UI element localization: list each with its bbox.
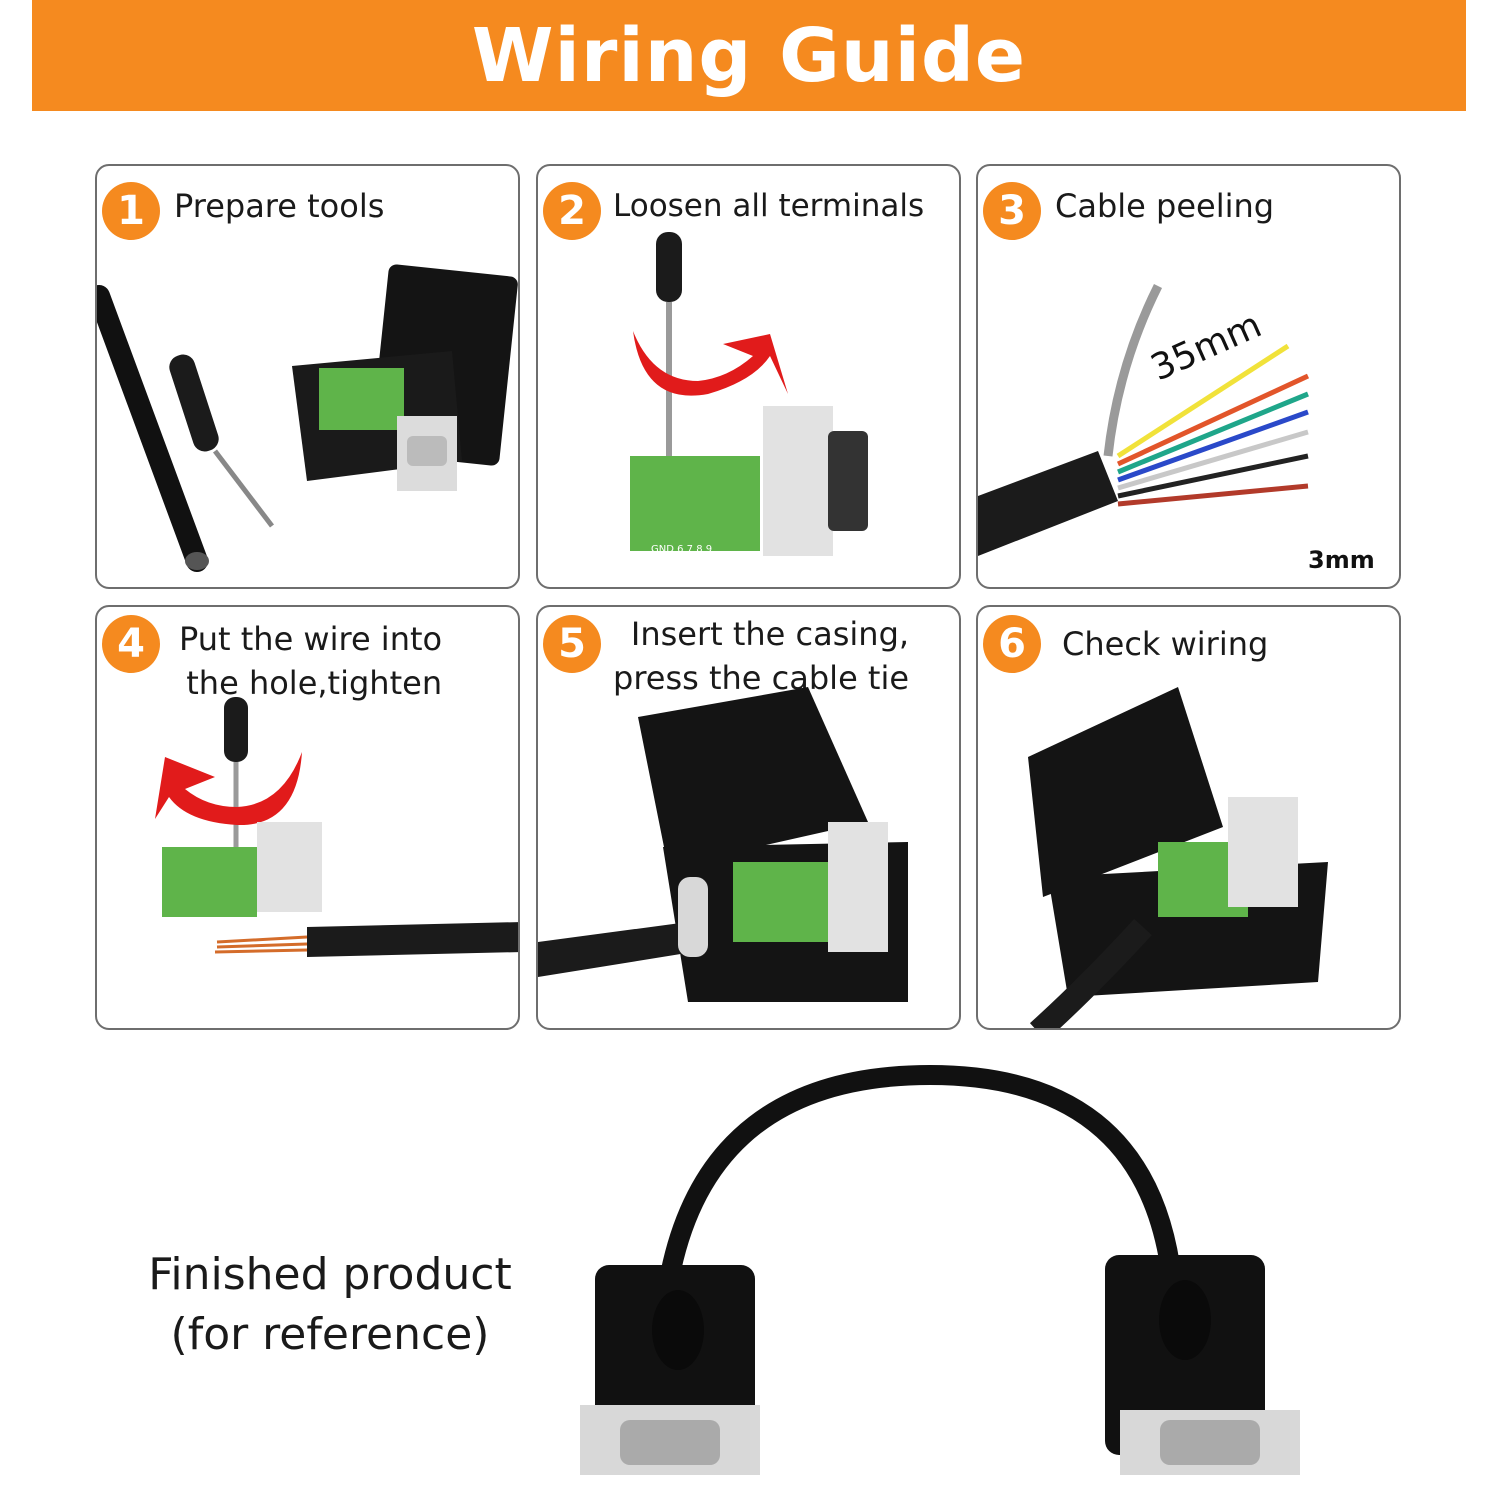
finished-line-2: (for reference)	[170, 1309, 490, 1360]
stripped-wires	[1116, 343, 1310, 507]
rotate-arrow-icon	[633, 331, 788, 396]
screwdriver-icon	[656, 232, 682, 302]
step-label: Put the wire into the hole,tighten	[179, 620, 443, 702]
rotate-arrow-icon	[155, 752, 302, 826]
step-5-panel: 5 Insert the casing, press the cable tie	[536, 605, 961, 1030]
insert-wire-illustration	[155, 697, 518, 957]
db9-connector-right	[1105, 1255, 1300, 1475]
step-number-badge: 1	[102, 182, 160, 240]
step-label: Check wiring	[1062, 625, 1269, 663]
step-1-panel: 1 Prepare tools	[95, 164, 520, 589]
loosen-terminals-illustration: GND 6 7 8 9	[630, 232, 868, 556]
step-number-badge: 6	[983, 615, 1041, 673]
cable-jacket	[978, 451, 1118, 556]
step-label: Loosen all terminals	[613, 188, 925, 224]
step-label: Insert the casing, press the cable tie	[613, 615, 910, 697]
step-number-badge: 2	[543, 182, 601, 240]
step-6-panel: 6 Check wiring	[976, 605, 1401, 1030]
step-4-panel: 4 Put the wire into the hole,tighten	[95, 605, 520, 1030]
strip-length-label: 35mm	[1145, 305, 1268, 390]
finished-cable-illustration	[580, 1064, 1300, 1475]
finished-product-caption: Finished product (for reference)	[130, 1245, 530, 1365]
step-number-badge: 4	[102, 615, 160, 673]
prepare-tools-illustration	[97, 264, 518, 572]
core-length-label: 3mm	[1308, 546, 1375, 574]
step-2-panel: 2 Loosen all terminals GND 6 7 8 9	[536, 164, 961, 589]
title-banner: Wiring Guide	[32, 0, 1466, 111]
cable	[660, 1064, 1180, 1277]
step-number-badge: 3	[983, 182, 1041, 240]
db9-connector-left	[580, 1265, 760, 1475]
finished-line-1: Finished product	[148, 1249, 512, 1300]
open-lid	[638, 687, 868, 867]
db9-terminal-box-icon	[292, 264, 518, 491]
page-title: Wiring Guide	[471, 12, 1027, 99]
pcb-marking: GND 6 7 8 9	[651, 544, 712, 555]
step-3-panel: 3 Cable peeling 35mm 3mm	[976, 164, 1401, 589]
step-label: Prepare tools	[174, 187, 385, 225]
check-wiring-illustration	[1028, 687, 1328, 1028]
cable	[538, 922, 693, 977]
step-label: Cable peeling	[1055, 187, 1275, 225]
cable-icon	[97, 285, 208, 572]
cable-peeling-illustration: 35mm 3mm	[978, 283, 1375, 574]
screwdriver-icon	[169, 354, 274, 528]
insert-casing-illustration	[538, 687, 908, 1002]
screwdriver-icon	[224, 697, 248, 762]
terminal-block	[630, 456, 760, 551]
step-number-badge: 5	[543, 615, 601, 673]
cable	[1029, 918, 1152, 1028]
cable	[307, 922, 518, 957]
